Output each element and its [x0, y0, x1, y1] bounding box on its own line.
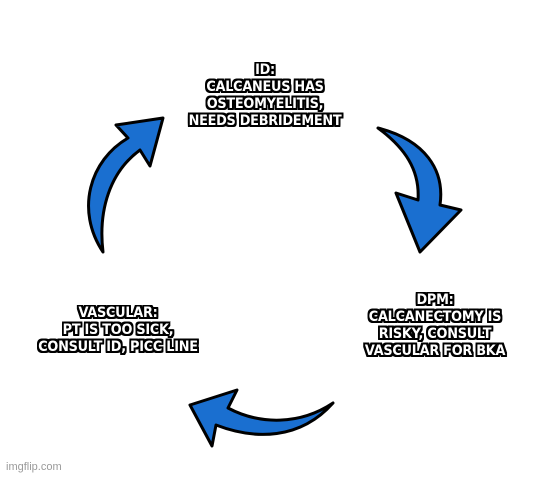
caption-id: ID: CALCANEUS HAS OSTEOMYELITIS, NEEDS D…: [168, 62, 361, 130]
caption-dpm-line: CALCANECTOMY IS: [368, 309, 502, 325]
caption-dpm-line: VASCULAR FOR BKA: [364, 343, 506, 359]
caption-dpm-line: DPM:: [416, 292, 454, 308]
imgflip-watermark: imgflip.com: [6, 461, 62, 473]
caption-dpm-line: RISKY, CONSULT: [378, 326, 492, 342]
curved-arrow-icon-bottom: [188, 388, 335, 448]
caption-id-line: ID:: [255, 62, 275, 78]
caption-id-line: OSTEOMYELITIS,: [206, 96, 324, 112]
caption-id-line: CALCANEUS HAS: [206, 79, 324, 95]
caption-vascular: VASCULAR: PT IS TOO SICK, CONSULT ID, PI…: [26, 305, 210, 356]
caption-vascular-line: PT IS TOO SICK,: [62, 322, 174, 338]
curved-arrow-icon-left: [87, 116, 165, 254]
caption-dpm: DPM: CALCANECTOMY IS RISKY, CONSULT VASC…: [352, 292, 518, 360]
caption-vascular-line: CONSULT ID, PICC LINE: [38, 339, 198, 355]
curved-arrow-icon-right: [376, 126, 463, 254]
caption-id-line: NEEDS DEBRIDEMENT: [188, 113, 342, 129]
caption-vascular-line: VASCULAR:: [78, 305, 158, 321]
